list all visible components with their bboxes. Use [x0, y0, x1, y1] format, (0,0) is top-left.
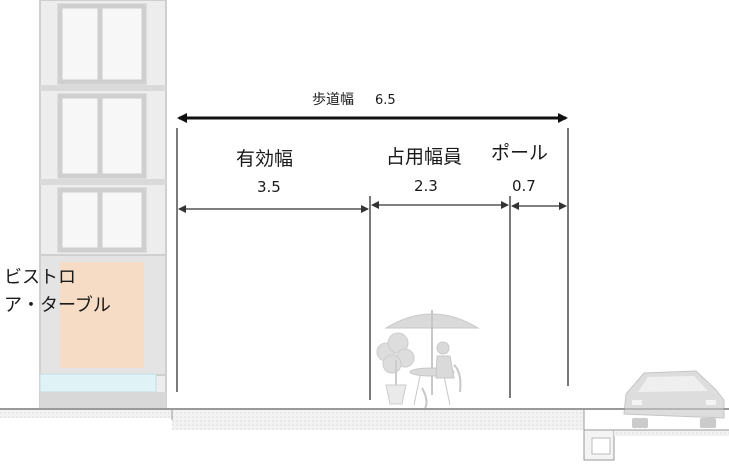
segment-value-pole: 0.7 [512, 177, 536, 195]
shop-name-line1: ビストロ [4, 267, 76, 288]
segment-label-pole: ポール [491, 142, 548, 164]
segment-label-occupied: 占用幅員 [386, 146, 462, 168]
segment-value-occupied: 2.3 [414, 177, 438, 195]
building-facade [39, 0, 167, 409]
potted-tree-icon [376, 332, 415, 405]
segment-arrows [178, 201, 567, 213]
sidewalk-width-label: 歩道幅 6.5 [312, 92, 396, 108]
segment-label-effective: 有効幅 [236, 148, 293, 170]
segment-value-effective: 3.5 [257, 178, 281, 196]
car-icon [623, 370, 725, 428]
boundary-lines [176, 128, 569, 400]
upper-windows [57, 3, 147, 253]
ground [0, 408, 729, 461]
svg-text:歩道幅: 歩道幅 [312, 92, 354, 108]
shop-glass [39, 373, 157, 393]
shop-panel [60, 262, 144, 368]
svg-text:6.5: 6.5 [375, 93, 396, 108]
cafe-table-umbrella-icon [384, 310, 480, 411]
shop-name-line2: ア・ターブル [4, 294, 111, 316]
